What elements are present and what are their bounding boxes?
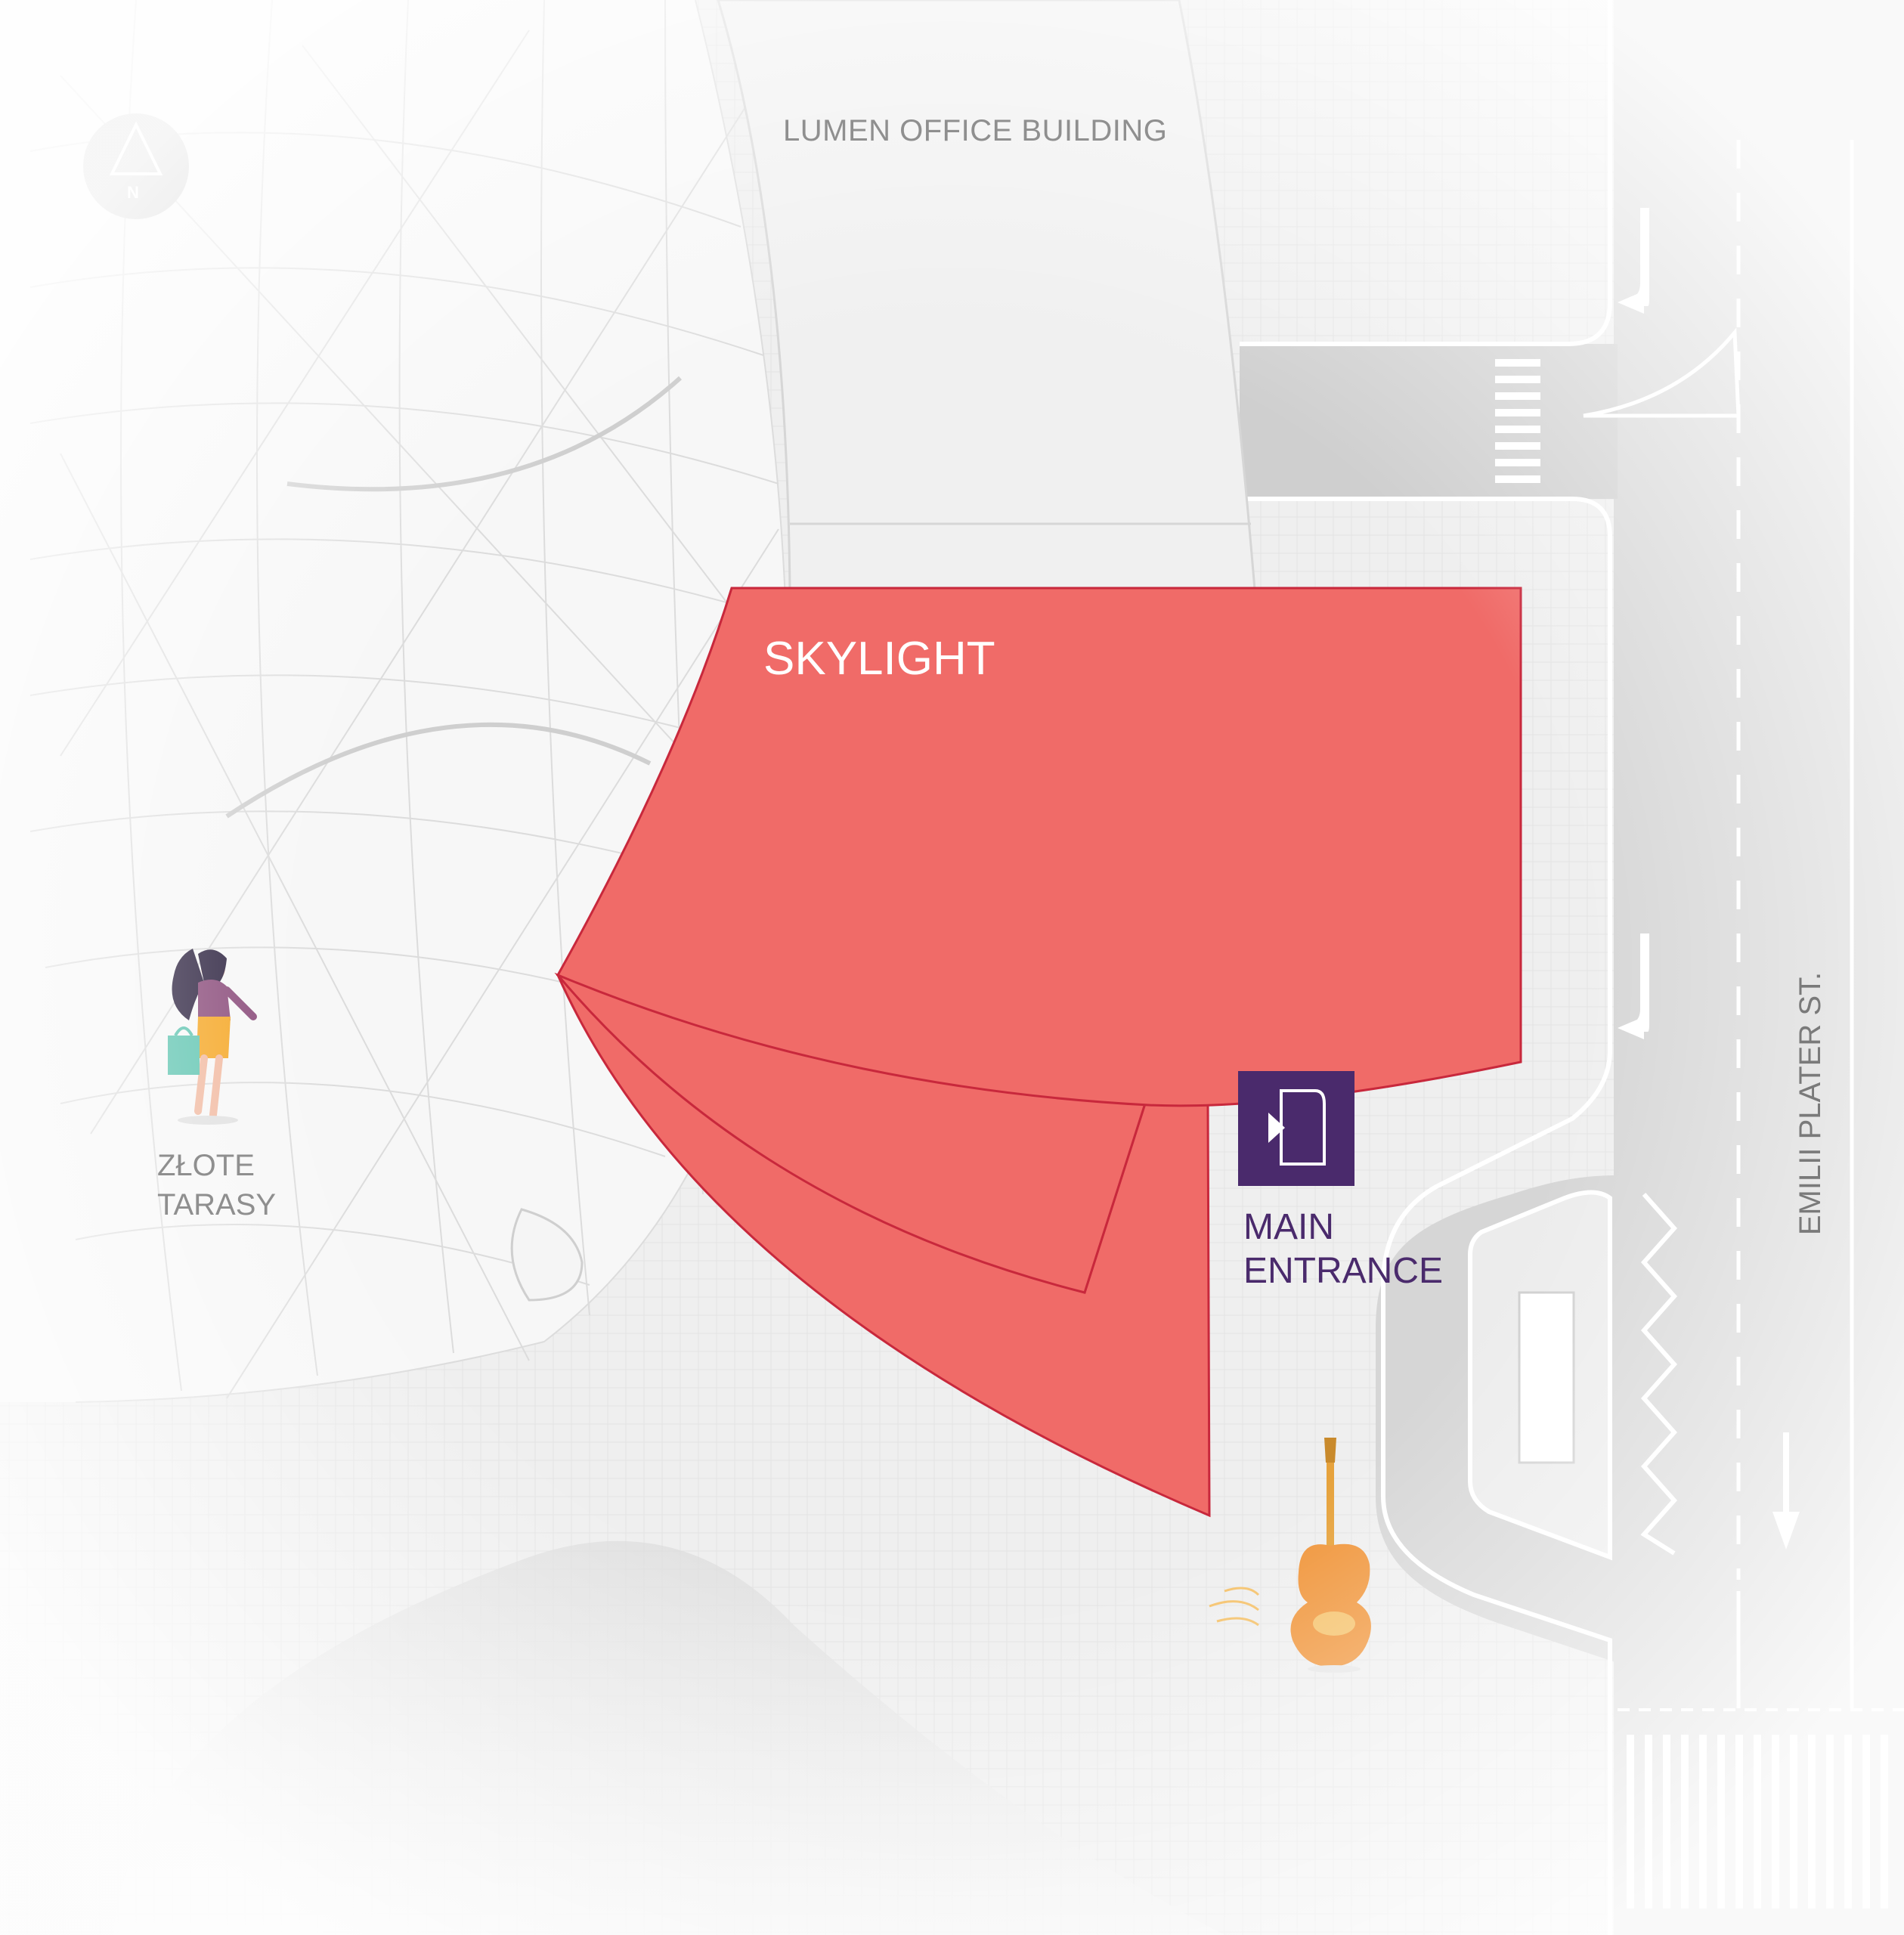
- traffic-island-kiosk: [1518, 1291, 1575, 1464]
- skylight-label: SKYLIGHT: [763, 633, 995, 685]
- main-entrance-line2: ENTRANCE: [1243, 1251, 1444, 1291]
- zlote-tarasy-line1: ZŁOTE: [157, 1149, 255, 1182]
- main-entrance-line1: MAIN: [1243, 1207, 1334, 1247]
- lumen-office-building: [717, 0, 1256, 591]
- lumen-building-label: LUMEN OFFICE BUILDING: [783, 114, 1168, 147]
- main-entrance-label: MAIN ENTRANCE: [1243, 1206, 1443, 1293]
- door-entrance-icon[interactable]: [1238, 1071, 1354, 1186]
- street-name-label: EMILII PLATER ST.: [1794, 971, 1827, 1236]
- zlote-tarasy-line2: TARASY: [157, 1188, 277, 1221]
- compass-north-label: N: [127, 183, 139, 202]
- north-arrow-icon[interactable]: [83, 113, 189, 219]
- zlote-tarasy-label: ZŁOTE TARASY: [157, 1146, 276, 1224]
